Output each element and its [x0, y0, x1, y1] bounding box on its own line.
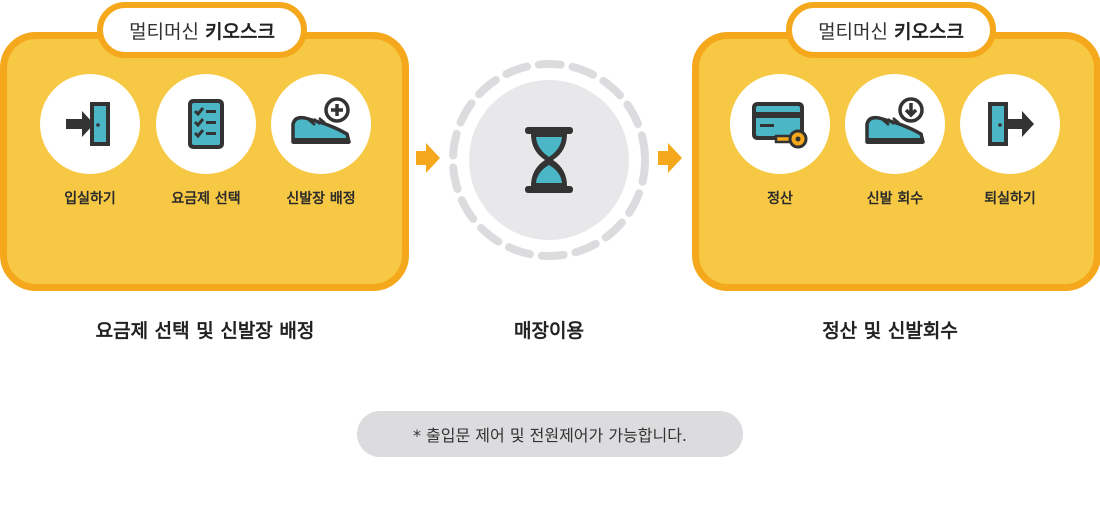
checklist-icon [188, 99, 224, 149]
item-check-in: 입실하기 [35, 74, 145, 208]
arrow-right-icon [658, 143, 682, 173]
item-label: 요금제 선택 [171, 191, 241, 207]
card-key-icon [752, 102, 808, 149]
right-kiosk-tag: 멀티머신 키오스크 [786, 2, 996, 58]
item-circle [271, 74, 371, 174]
tag-light-text: 멀티머신 [818, 20, 888, 43]
tag-bold-text: 키오스크 [205, 20, 275, 43]
footnote-pill: * 출입문 제어 및 전원제어가 가능합니다. [357, 411, 743, 457]
caption-plan-and-locker: 요금제 선택 및 신발장 배정 [95, 320, 315, 342]
ring-inner-circle [469, 80, 629, 240]
item-circle [845, 74, 945, 174]
sneaker-plus-icon [291, 97, 351, 144]
item-check-out: 퇴실하기 [955, 74, 1065, 208]
tag-bold-text: 키오스크 [894, 20, 964, 43]
item-label: 입실하기 [64, 191, 116, 207]
enter-door-icon [66, 102, 110, 146]
footnote-text: * 출입문 제어 및 전원제어가 가능합니다. [412, 426, 688, 445]
caption-store-use: 매장이용 [514, 320, 584, 342]
left-kiosk-tag: 멀티머신 키오스크 [97, 2, 307, 58]
item-circle [730, 74, 830, 174]
caption-payment-and-return: 정산 및 신발회수 [822, 320, 958, 342]
item-circle [156, 74, 256, 174]
store-use-ring [446, 57, 652, 263]
dashed-ring [449, 60, 649, 260]
item-label: 신발장 배정 [286, 191, 356, 207]
item-label: 신발 회수 [866, 191, 924, 207]
item-payment: 정산 [725, 74, 835, 208]
item-select-plan: 요금제 선택 [151, 74, 261, 208]
exit-door-icon [988, 102, 1034, 146]
sneaker-down-icon [865, 97, 925, 144]
tag-light-text: 멀티머신 [129, 20, 199, 43]
arrow-right-icon [416, 143, 440, 173]
item-label: 퇴실하기 [984, 191, 1036, 207]
item-label: 정산 [767, 191, 793, 207]
item-circle [40, 74, 140, 174]
item-circle [960, 74, 1060, 174]
hourglass-icon [525, 127, 573, 193]
item-assign-shoe-locker: 신발장 배정 [266, 74, 376, 208]
item-shoe-return: 신발 회수 [840, 74, 950, 208]
